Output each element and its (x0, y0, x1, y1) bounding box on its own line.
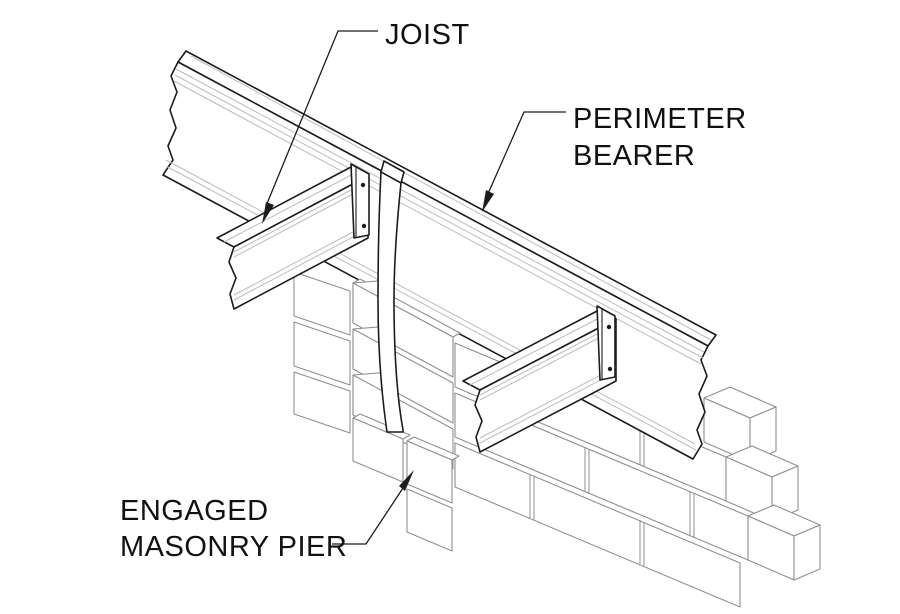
bearer-top-face-line (190, 55, 712, 341)
brick (293, 271, 351, 336)
joist-lamination (479, 366, 617, 439)
strap-body (377, 160, 405, 433)
label-engaged-pier-line2: MASONRY PIER (120, 531, 347, 563)
joist-end-bracket (350, 163, 370, 239)
arrowhead-perimeter-bearer (482, 190, 494, 212)
label-joist: JOIST (385, 19, 470, 51)
joist-lamination (233, 223, 369, 296)
pier-base-brick (406, 440, 453, 504)
joist-1 (216, 163, 370, 310)
brick-end-face (793, 524, 821, 581)
toothed-end-bricks (703, 386, 821, 581)
joist-top-face-line (223, 171, 358, 243)
tie-down-strap (377, 160, 405, 433)
brick-wall-left (293, 271, 351, 434)
brick-course (454, 442, 741, 608)
pier-front-face (352, 328, 454, 424)
leaders (262, 30, 566, 545)
joist-end-bracket (596, 305, 616, 381)
fastener-dot (361, 223, 367, 229)
brick (293, 321, 351, 386)
lamination-line (175, 68, 705, 353)
label-perimeter-bearer-line2: BEARER (573, 140, 695, 172)
joist-lamination (479, 328, 617, 401)
joist-lamination (233, 228, 369, 301)
joist-lamination (479, 371, 617, 444)
leader-joist (265, 30, 378, 207)
lamination-line (165, 159, 696, 445)
lamination-line (174, 74, 704, 359)
lamination-line (165, 165, 697, 451)
arrowhead-engaged-pier (399, 470, 414, 491)
leader-perimeter-bearer (486, 111, 566, 197)
joist-lamination (233, 185, 369, 258)
brick (293, 371, 351, 434)
strap-bend-line (380, 171, 402, 184)
joist-lamination (479, 323, 617, 396)
fastener-dot (607, 366, 613, 372)
arrowhead-joist (262, 202, 274, 224)
labels: JOIST PERIMETER BEARER ENGAGED MASONRY P… (120, 19, 747, 563)
fastener-dot (360, 182, 366, 188)
label-engaged-pier-line1: ENGAGED (120, 495, 269, 527)
fastener-dot (606, 324, 612, 330)
joist-top-face-line (469, 314, 606, 386)
label-perimeter-bearer-line1: PERIMETER (573, 103, 747, 135)
joist-2 (462, 305, 617, 453)
pier-base-brick (406, 488, 453, 552)
leader-engaged-pier (332, 484, 406, 545)
joist-lamination (233, 180, 369, 253)
